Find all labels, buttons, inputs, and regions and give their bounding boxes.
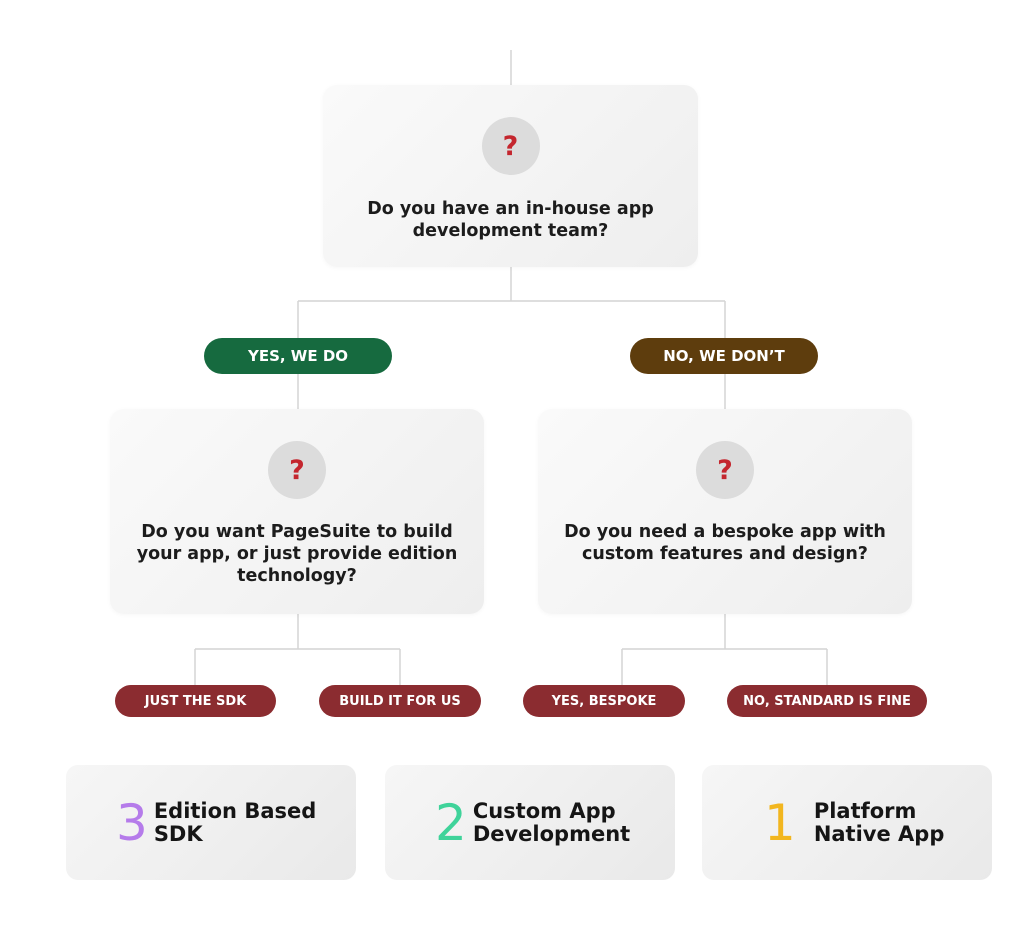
answer-standard-fine-pill: NO, STANDARD IS FINE [727,685,927,717]
question-mark-icon: ? [268,441,326,499]
question-text-line: Do you need a bespoke app with [564,522,886,542]
result-number: 2 [435,793,467,852]
question-card-build-or-technology: ? Do you want PageSuite to build your ap… [110,409,484,614]
result-number: 3 [116,793,148,852]
result-title-line: Edition Based [153,798,317,823]
question-text-line: technology? [237,566,357,586]
result-title: Custom App Development [472,798,631,846]
question-text: Do you need a bespoke app with custom fe… [538,521,912,565]
branch-yes-pill: YES, WE DO [204,338,392,374]
question-text: Do you want PageSuite to build your app,… [110,521,484,587]
question-card-bespoke-app: ? Do you need a bespoke app with custom … [538,409,912,614]
question-mark-icon: ? [696,441,754,499]
question-text-line: Do you have an in-house app [367,199,654,219]
result-title: Platform Native App [813,798,945,846]
branch-no-pill: NO, WE DON’T [630,338,818,374]
answer-build-for-us-pill: BUILD IT FOR US [319,685,481,717]
question-mark-icon: ? [481,117,540,175]
question-card-in-house-team: ? Do you have an in-house app developmen… [323,85,698,267]
question-text-line: your app, or just provide edition [136,544,458,564]
question-text-line: Do you want PageSuite to build [141,522,453,542]
result-title-line: SDK [153,821,203,846]
result-number: 1 [764,793,796,852]
result-title-line: Custom App [472,798,616,823]
question-text: Do you have an in-house app development … [323,198,698,242]
result-title-line: Platform [813,798,917,823]
question-text-line: custom features and design? [582,544,868,564]
result-card-native-app: 1 Platform Native App [702,765,992,880]
result-title-line: Development [472,821,631,846]
result-card-edition-sdk: 3 Edition Based SDK [66,765,356,880]
question-text-line: development team? [412,221,609,241]
answer-just-sdk-pill: JUST THE SDK [115,685,276,717]
result-title-line: Native App [813,821,945,846]
result-title: Edition Based SDK [153,798,317,846]
result-card-custom-app: 2 Custom App Development [385,765,675,880]
answer-yes-bespoke-pill: YES, BESPOKE [523,685,685,717]
